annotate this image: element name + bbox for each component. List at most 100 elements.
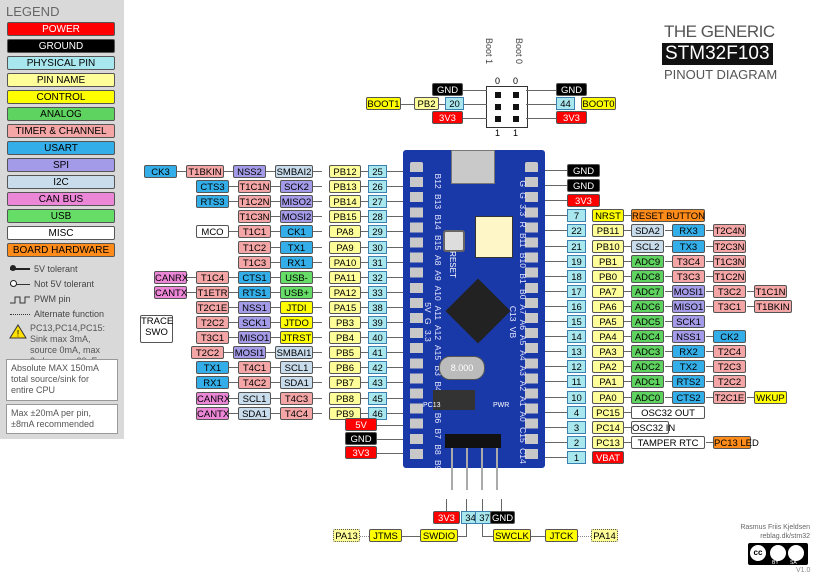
cell-sck1: SCK1 [672, 315, 705, 328]
cell-ck2: CK2 [713, 330, 746, 343]
left-3v3: 3V3 [345, 446, 377, 459]
cell-osc32-out: OSC32 OUT [631, 406, 705, 419]
pin-28: 28 [368, 210, 387, 223]
cell-sda1: SDA1 [280, 376, 313, 389]
left-5v: 5V [345, 418, 377, 431]
connector-line [361, 398, 368, 399]
top-right-gnd: GND [556, 83, 587, 96]
credit-author: Rasmus Friis Kjeldsen [740, 524, 810, 531]
cell-cantx: CANTX [196, 407, 230, 420]
connector-line [229, 201, 238, 202]
legend-item-control: CONTROL [7, 90, 115, 104]
cell-tamper-rtc: TAMPER RTC [631, 436, 705, 449]
cell-adc1: ADC1 [631, 375, 664, 388]
connector-line [545, 291, 567, 292]
cell-t4c1: T4C1 [238, 361, 271, 374]
boot-jumper-header[interactable] [486, 86, 528, 128]
swd-header[interactable] [445, 434, 501, 448]
cell-jtdo: JTDO [280, 316, 313, 329]
cc-icon: cc [750, 545, 766, 561]
cell-adc6: ADC6 [631, 300, 664, 313]
connector-line [361, 367, 368, 368]
cell-adc2: ADC2 [631, 360, 664, 373]
connector-line [665, 230, 672, 231]
cell-t3c4: T3C4 [672, 255, 705, 268]
cell-t2c1e: T2C1E [713, 391, 746, 404]
cell-cts1: CTS1 [238, 271, 271, 284]
connector-line [624, 261, 631, 262]
pin-30: 30 [368, 241, 387, 254]
legend-item-timer-channel: TIMER & CHANNEL [7, 124, 115, 138]
pin-22: 22 [567, 224, 586, 237]
pin-name-pb3: PB3 [329, 316, 361, 329]
title-line3: PINOUT DIAGRAM [664, 67, 778, 82]
pb2-pin-name: PB2 [414, 97, 439, 110]
pin-17: 17 [567, 285, 586, 298]
cell-rx1: RX1 [280, 256, 313, 269]
cell-osc32-in: OSC32 IN [631, 421, 676, 434]
cell-smbai2: SMBAI2 [275, 165, 313, 178]
cell-t3c2: T3C2 [713, 285, 746, 298]
connector-line [747, 291, 754, 292]
pin-name-pa6: PA6 [592, 300, 624, 313]
boot0-label: Boot 0 [514, 38, 524, 65]
connector-line [387, 186, 403, 187]
cell-t1c2: T1C2 [238, 241, 271, 254]
top-left-3v3: 3V3 [432, 111, 463, 124]
connector-line [361, 307, 368, 308]
connector-line [266, 352, 275, 353]
pin-44: 44 [556, 97, 575, 110]
connector-line [545, 427, 567, 428]
pin-name-pa1: PA1 [592, 375, 624, 388]
cell-t1c1n: T1C1N [754, 285, 787, 298]
pin-18: 18 [567, 270, 586, 283]
connector-line [545, 321, 567, 322]
cell-t1c1n: T1C1N [238, 180, 271, 193]
connector-line [665, 336, 672, 337]
connector-line [624, 215, 631, 216]
cell-t4c2: T4C2 [238, 376, 271, 389]
pin-name-pb1: PB1 [592, 255, 624, 268]
cell-t1c3n: T1C3N [238, 210, 271, 223]
legend-item-physical-pin: PHYSICAL PIN [7, 56, 115, 70]
connector-line [665, 291, 672, 292]
cell-nss1: NSS1 [672, 330, 705, 343]
reset-button[interactable] [443, 230, 465, 252]
legend-alternate-function: Alternate function [7, 307, 117, 322]
cell-t1bkin: T1BKIN [186, 165, 224, 178]
connector-line [665, 306, 672, 307]
connector-line [624, 276, 631, 277]
connector-line [706, 230, 713, 231]
cell-t2c2: T2C2 [713, 375, 746, 388]
legend-item-board-hardware: BOARD HARDWARE [7, 243, 115, 257]
connector-line [271, 367, 280, 368]
cell-t2c3: T2C3 [713, 360, 746, 373]
connector-line [706, 351, 713, 352]
cell-t4c4: T4C4 [280, 407, 313, 420]
top-left-gnd: GND [432, 83, 463, 96]
cell-t4c3: T4C3 [280, 392, 313, 405]
connector-line [747, 306, 754, 307]
connector-line [387, 292, 403, 293]
connector-line [271, 201, 280, 202]
jtck-label: JTCK [545, 529, 578, 542]
legend-item-power: POWER [7, 22, 115, 36]
connector-line [361, 322, 368, 323]
connector-line [229, 337, 238, 338]
connector-line [387, 247, 403, 248]
connector-line [229, 398, 238, 399]
pin-26: 26 [368, 180, 387, 193]
pin-name-pa2: PA2 [592, 360, 624, 373]
cell-cts2: CTS2 [672, 391, 705, 404]
connector-line [361, 382, 368, 383]
pa14-pin-name: PA14 [591, 529, 618, 542]
connector-line [224, 171, 233, 172]
connector-line [545, 442, 567, 443]
bottom-gnd: GND [490, 511, 515, 524]
title-line1: THE GENERIC [664, 22, 775, 41]
connector-line [313, 216, 322, 217]
pin-13: 13 [567, 345, 586, 358]
connector-line [706, 397, 713, 398]
connector-line [271, 186, 280, 187]
